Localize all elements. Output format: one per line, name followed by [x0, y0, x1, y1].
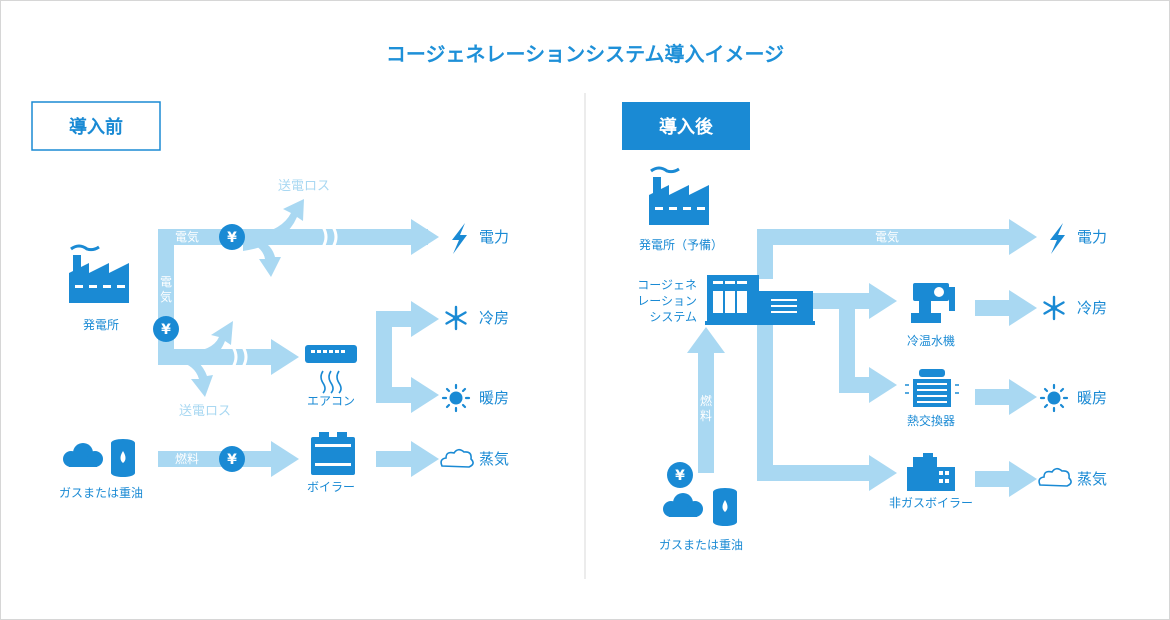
svg-text:¥: ¥ [227, 452, 237, 468]
diagram-title: コージェネレーションシステム導入イメージ [386, 42, 784, 66]
before-cut-marks [231, 226, 338, 368]
svg-text:¥: ¥ [227, 230, 237, 246]
after-output-steam: 蒸気 [1077, 470, 1107, 488]
before-plant-label: 発電所 [83, 318, 119, 332]
after-heating-icon [1039, 383, 1069, 413]
aircon-label: エアコン [307, 394, 355, 408]
non-gas-boiler-icon [907, 453, 955, 491]
non-gas-boiler-label: 非ガスボイラー [889, 496, 973, 510]
svg-text:¥: ¥ [161, 322, 171, 338]
before-output-cooling: 冷房 [479, 309, 509, 327]
boiler-label: ボイラー [307, 480, 355, 494]
after-oil-drum-icon [713, 488, 737, 526]
after-fuel-vertical-2: 料 [700, 409, 712, 423]
before-yen-coin-plant: ¥ [153, 316, 179, 342]
after-cooling-icon [1043, 295, 1065, 321]
after-yen-coin: ¥ [667, 462, 693, 488]
before-badge [31, 101, 161, 151]
cogen-label-line-1: コージェネ [637, 278, 697, 292]
after-output-heating: 暖房 [1077, 389, 1107, 407]
after-fuel-source-label: ガスまたは重油 [659, 538, 743, 552]
after-fuel-vertical-1: 燃 [700, 393, 712, 408]
before-output-steam: 蒸気 [479, 450, 509, 468]
cogen-label-line-2: レーション [637, 294, 697, 308]
before-cooling-icon [445, 305, 467, 331]
after-arrows [687, 219, 1037, 497]
after-badge [622, 102, 750, 150]
after-gas-cloud-icon [663, 493, 703, 517]
before-electricity-vertical-1: 電 [160, 275, 172, 289]
before-fuel-label: 燃料 [175, 451, 199, 466]
before-steam-icon [440, 448, 474, 468]
cogen-label-line-3: システム [649, 310, 697, 324]
before-factory-icon [67, 244, 131, 305]
after-factory-icon [647, 166, 711, 227]
cogeneration-unit-icon [705, 275, 815, 325]
after-badge-label: 導入後 [659, 116, 714, 138]
before-gas-cloud-icon [63, 443, 103, 467]
before-electricity-vertical-2: 気 [160, 289, 172, 304]
boiler-icon [311, 432, 355, 475]
before-heating-icon [441, 383, 471, 413]
before-yen-coin-fuel: ¥ [219, 446, 245, 472]
after-power-icon [1050, 223, 1065, 254]
after-output-cooling: 冷房 [1077, 299, 1107, 317]
before-power-icon [452, 223, 467, 254]
before-fuel-source-label: ガスまたは重油 [59, 486, 143, 500]
after-output-power: 電力 [1077, 228, 1107, 246]
before-oil-drum-icon [111, 439, 135, 477]
heat-exchanger-icon [905, 369, 959, 407]
after-steam-icon [1038, 467, 1072, 487]
heat-exchanger-label: 熱交換器 [907, 413, 955, 428]
before-badge-label: 導入前 [69, 116, 123, 138]
after-plant-label: 発電所（予備） [639, 237, 723, 252]
chiller-icon [911, 283, 955, 323]
chiller-label: 冷温水機 [907, 333, 955, 348]
before-arrows [158, 199, 439, 477]
aircon-icon [305, 345, 357, 394]
after-electricity-label: 電気 [875, 229, 899, 244]
before-loss-bottom: 送電ロス [179, 404, 231, 419]
before-loss-top: 送電ロス [278, 179, 330, 194]
before-electricity-label: 電気 [175, 229, 199, 244]
before-output-power: 電力 [479, 228, 509, 246]
before-output-heating: 暖房 [479, 389, 509, 407]
before-yen-coin-electric: ¥ [219, 224, 245, 250]
svg-text:¥: ¥ [675, 468, 685, 484]
